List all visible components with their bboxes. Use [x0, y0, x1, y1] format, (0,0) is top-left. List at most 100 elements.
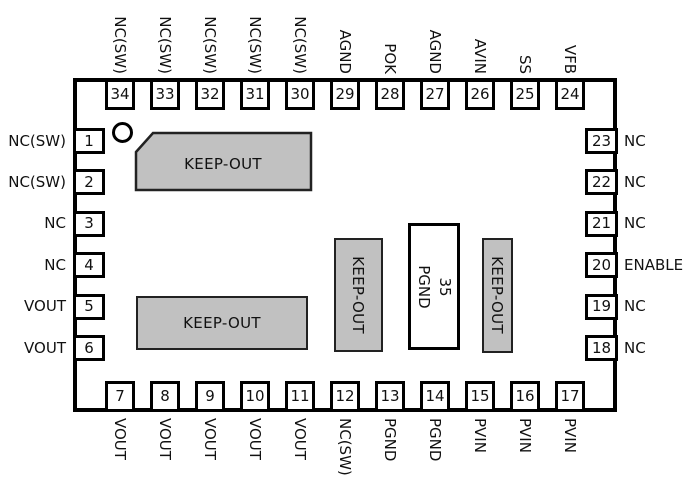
pin-box-right-19: 19: [585, 293, 618, 320]
keepout-polygon: [134, 131, 313, 192]
pin-label-top-34: NC(SW): [111, 16, 129, 74]
pin-number: 3: [84, 214, 94, 233]
pin-label-top-25: SS: [516, 54, 534, 74]
center-pad-name: PGND: [415, 265, 433, 309]
pin-box-bottom-17: 17: [555, 381, 585, 412]
pin-box-bottom-11: 11: [285, 381, 315, 412]
pin-number: 17: [560, 387, 580, 405]
pin-number: 11: [290, 387, 310, 405]
pin-label-right-21: NC: [624, 214, 646, 233]
pin-box-top-32: 32: [195, 79, 225, 110]
pin-number: 8: [160, 387, 170, 405]
pin-box-top-28: 28: [375, 79, 405, 110]
pin-label-bottom-10: VOUT: [246, 418, 264, 460]
pin-box-left-2: 2: [73, 169, 105, 196]
pin-box-top-31: 31: [240, 79, 270, 110]
pin-label-bottom-9: VOUT: [201, 418, 219, 460]
pin-number: 21: [591, 214, 612, 233]
pin-label-right-23: NC: [624, 131, 646, 150]
pin-box-top-30: 30: [285, 79, 315, 110]
pin-number: 29: [335, 85, 355, 103]
pin-label-top-24: VFB: [561, 44, 579, 74]
pin-label-bottom-15: PVIN: [471, 418, 489, 453]
keepout-region-vertical-right: [482, 238, 513, 353]
pin-box-bottom-16: 16: [510, 381, 540, 412]
pin-number: 4: [84, 255, 94, 274]
pin-box-bottom-15: 15: [465, 381, 495, 412]
pin-box-right-21: 21: [585, 210, 618, 237]
pin-box-bottom-14: 14: [420, 381, 450, 412]
pin-label-left-3: NC: [44, 214, 66, 233]
center-pad-number: 35: [436, 277, 454, 297]
pin-box-bottom-8: 8: [150, 381, 180, 412]
pin-label-left-6: VOUT: [24, 338, 66, 357]
pin-box-bottom-13: 13: [375, 381, 405, 412]
pin-box-top-25: 25: [510, 79, 540, 110]
pin-number: 28: [380, 85, 400, 103]
pin-box-right-22: 22: [585, 169, 618, 196]
keepout-label-vertical-right: KEEP-OUT: [488, 256, 506, 334]
pin-label-left-1: NC(SW): [8, 131, 66, 150]
pin-label-top-30: NC(SW): [291, 16, 309, 74]
pin-label-left-2: NC(SW): [8, 172, 66, 191]
pin-box-top-27: 27: [420, 79, 450, 110]
pin-number: 10: [245, 387, 265, 405]
pin-label-bottom-7: VOUT: [111, 418, 129, 460]
pin-label-top-29: AGND: [336, 29, 354, 74]
pin-number: 30: [290, 85, 310, 103]
pin-label-bottom-16: PVIN: [516, 418, 534, 453]
keepout-label-upper: KEEP-OUT: [184, 155, 262, 173]
pin-box-bottom-12: 12: [330, 381, 360, 412]
pin-label-right-18: NC: [624, 338, 646, 357]
pin-label-bottom-12: NC(SW): [336, 418, 354, 476]
pin-box-right-18: 18: [585, 335, 618, 361]
pin-box-left-6: 6: [73, 335, 105, 361]
pin-number: 34: [110, 85, 130, 103]
pin-label-bottom-13: PGND: [381, 418, 399, 462]
pin-label-top-26: AVIN: [471, 38, 489, 74]
pin1-indicator-circle: [112, 122, 133, 143]
pin-number: 7: [115, 387, 125, 405]
pin-number: 1: [84, 131, 94, 150]
pin-label-left-5: VOUT: [24, 297, 66, 316]
pin-label-bottom-14: PGND: [426, 418, 444, 462]
pin-box-top-33: 33: [150, 79, 180, 110]
pin-label-top-27: AGND: [426, 29, 444, 74]
pin-box-left-4: 4: [73, 252, 105, 279]
pin-box-left-1: 1: [73, 128, 105, 154]
pin-label-right-19: NC: [624, 297, 646, 316]
pin-label-top-31: NC(SW): [246, 16, 264, 74]
pin-number: 18: [591, 338, 612, 357]
pin-number: 12: [335, 387, 355, 405]
pin-label-right-20: ENABLE: [624, 255, 684, 274]
pin-box-right-20: 20: [585, 252, 618, 279]
keepout-region-vertical-left: [334, 238, 383, 352]
pin-number: 26: [470, 85, 490, 103]
pin-label-bottom-8: VOUT: [156, 418, 174, 460]
pin-label-top-28: POK: [381, 43, 399, 74]
pin-box-bottom-10: 10: [240, 381, 270, 412]
pin-number: 13: [380, 387, 400, 405]
pin-number: 16: [515, 387, 535, 405]
keepout-label-vertical-left: KEEP-OUT: [349, 256, 367, 334]
pin-label-bottom-17: PVIN: [561, 418, 579, 453]
pin-number: 20: [591, 255, 612, 274]
pin-box-top-24: 24: [555, 79, 585, 110]
center-pad-label: 35 PGND: [413, 237, 455, 337]
pin-box-right-23: 23: [585, 128, 618, 154]
pin-number: 32: [200, 85, 220, 103]
pin-box-top-34: 34: [105, 79, 135, 110]
pin-box-left-3: 3: [73, 210, 105, 237]
pin-number: 23: [591, 131, 612, 150]
pin-number: 14: [425, 387, 445, 405]
pin-box-top-29: 29: [330, 79, 360, 110]
pin-number: 19: [591, 297, 612, 316]
pin-number: 22: [591, 172, 612, 191]
pin-label-bottom-11: VOUT: [291, 418, 309, 460]
center-pad-box: [408, 223, 460, 350]
pin-number: 31: [245, 85, 265, 103]
pin-number: 24: [560, 85, 580, 103]
pin-number: 5: [84, 297, 94, 316]
pin-number: 33: [155, 85, 175, 103]
